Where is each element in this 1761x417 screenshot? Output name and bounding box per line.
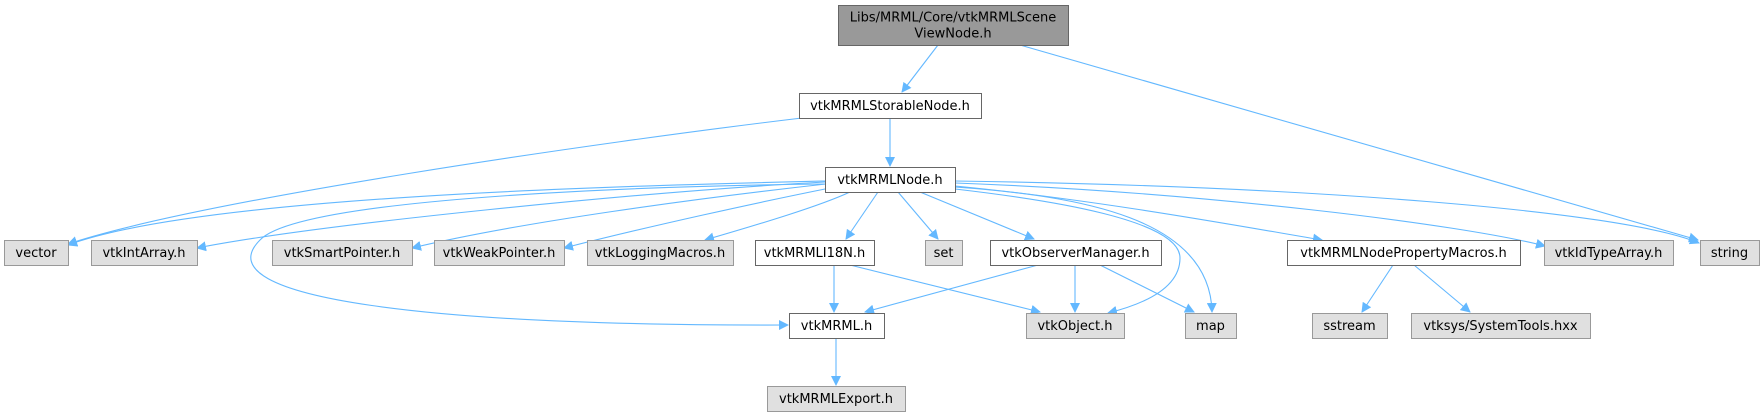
node-label: vtkMRMLI18N.h — [764, 246, 866, 261]
node-label: vtkMRMLNodePropertyMacros.h — [1300, 246, 1506, 261]
edge-node-to-logging — [704, 191, 851, 243]
node-label: vtkLoggingMacros.h — [595, 246, 725, 261]
node-set: set — [925, 240, 963, 266]
node-object: vtkObject.h — [1026, 313, 1125, 339]
node-box — [1287, 240, 1521, 266]
edge-node-to-intarray — [196, 181, 826, 252]
edge-root-to-storable — [901, 44, 939, 93]
node-box — [925, 240, 963, 266]
node-label: vtkObserverManager.h — [1001, 246, 1149, 261]
node-observer[interactable]: vtkObserverManager.h — [990, 240, 1162, 266]
node-export: vtkMRMLExport.h — [767, 386, 906, 412]
edge-root-to-string — [1019, 44, 1699, 243]
edge-node-to-i18n — [845, 191, 879, 240]
node-logging: vtkLoggingMacros.h — [587, 240, 734, 266]
node-label: string — [1711, 246, 1748, 261]
edge-propmacros-to-sstream — [1361, 264, 1394, 313]
node-intarray: vtkIntArray.h — [91, 240, 198, 266]
edge-observer-to-mrml — [864, 264, 1039, 315]
edge-storable-to-vector — [67, 117, 803, 246]
node-idtype: vtkIdTypeArray.h — [1544, 240, 1674, 266]
edge-node-to-smartptr — [411, 183, 827, 251]
edge-propmacros-to-systools — [1413, 264, 1471, 313]
node-label: set — [934, 246, 954, 261]
node-box — [434, 240, 565, 266]
node-box — [91, 240, 198, 266]
edge-node-to-set — [897, 191, 939, 240]
node-label: Libs/MRML/Core/vtkMRMLScene — [850, 11, 1056, 26]
node-label: vtkWeakPointer.h — [443, 246, 556, 261]
node-weakptr: vtkWeakPointer.h — [434, 240, 565, 266]
node-label: vtkSmartPointer.h — [284, 246, 400, 261]
edge-node-to-observer — [919, 191, 1035, 241]
node-box — [755, 240, 875, 266]
edge-node-to-idtype — [954, 182, 1546, 249]
node-label: vtkMRMLNode.h — [837, 173, 942, 188]
node-box — [1544, 240, 1674, 266]
edge-node-to-vector — [67, 180, 826, 247]
node-label: vtkIdTypeArray.h — [1555, 246, 1663, 261]
node-label: sstream — [1323, 319, 1375, 334]
node-label: vector — [15, 246, 57, 261]
node-box — [1312, 313, 1388, 339]
node-vector: vector — [4, 240, 69, 266]
edge-node-to-map — [954, 186, 1217, 313]
node-box — [272, 240, 413, 266]
node-box — [990, 240, 1162, 266]
node-box — [767, 386, 906, 412]
node-label: vtksys/SystemTools.hxx — [1423, 319, 1578, 334]
node-node[interactable]: vtkMRMLNode.h — [825, 167, 956, 193]
node-sstream: sstream — [1312, 313, 1388, 339]
node-box — [587, 240, 734, 266]
node-label: map — [1196, 319, 1225, 334]
node-systools: vtksys/SystemTools.hxx — [1411, 313, 1591, 339]
node-label: vtkMRML.h — [801, 319, 872, 334]
node-box — [1185, 313, 1237, 339]
node-box — [799, 93, 982, 119]
node-box — [1026, 313, 1125, 339]
node-label: vtkObject.h — [1037, 319, 1112, 334]
node-i18n[interactable]: vtkMRMLI18N.h — [755, 240, 875, 266]
node-label: ViewNode.h — [914, 27, 991, 42]
edge-node-to-propmacros — [954, 185, 1323, 244]
edge-node-to-mrml — [250, 183, 826, 331]
node-label: vtkMRMLExport.h — [779, 392, 893, 407]
edge-node-to-string — [954, 180, 1700, 245]
node-map: map — [1185, 313, 1237, 339]
node-string: string — [1700, 240, 1760, 266]
node-box — [1411, 313, 1591, 339]
node-storable[interactable]: vtkMRMLStorableNode.h — [799, 93, 982, 119]
node-box — [789, 313, 885, 339]
node-propmacros[interactable]: vtkMRMLNodePropertyMacros.h — [1287, 240, 1521, 266]
node-box — [838, 5, 1069, 46]
edge-node-to-object — [954, 188, 1181, 316]
node-mrml[interactable]: vtkMRML.h — [789, 313, 885, 339]
node-box — [4, 240, 69, 266]
node-box — [825, 167, 956, 193]
edge-i18n-to-object — [849, 264, 1041, 315]
node-label: vtkMRMLStorableNode.h — [810, 99, 970, 114]
edge-node-to-weakptr — [563, 187, 831, 251]
edge-observer-to-map — [1099, 264, 1195, 313]
node-smartptr: vtkSmartPointer.h — [272, 240, 413, 266]
edges-layer — [67, 44, 1700, 386]
node-label: vtkIntArray.h — [102, 246, 185, 261]
node-box — [1700, 240, 1760, 266]
